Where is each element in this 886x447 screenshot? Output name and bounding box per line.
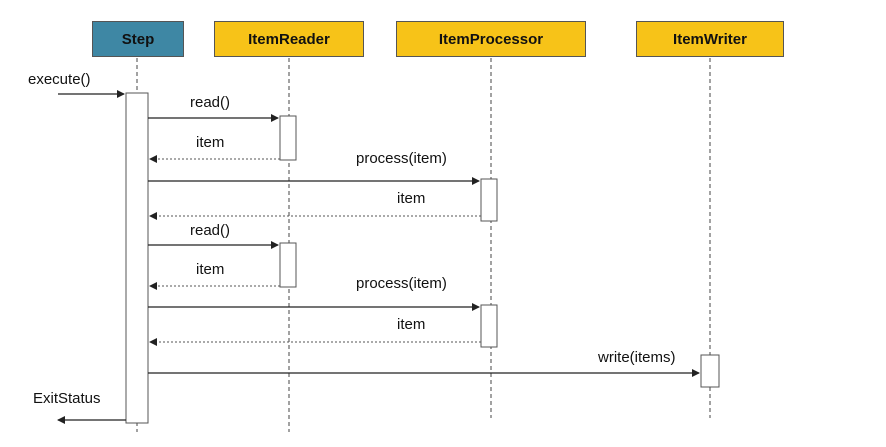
activation-writer [700, 354, 720, 388]
label-item-2: item [397, 190, 426, 207]
activation-processor-1 [480, 178, 498, 222]
activation-processor-2 [480, 304, 498, 348]
label-read-2: read() [190, 222, 231, 239]
label-process-2: process(item) [356, 275, 447, 292]
participant-step: Step [92, 21, 184, 57]
label-execute: execute() [28, 71, 91, 88]
participant-item-reader: ItemReader [214, 21, 364, 57]
label-read-1: read() [190, 94, 231, 111]
label-exit-status: ExitStatus [33, 390, 101, 407]
label-item-4: item [397, 316, 426, 333]
label-process-1: process(item) [356, 150, 447, 167]
activation-reader-1 [279, 115, 297, 161]
label-item-3: item [196, 261, 225, 278]
label-item-1: item [196, 134, 225, 151]
participant-item-writer: ItemWriter [636, 21, 784, 57]
participant-item-processor: ItemProcessor [396, 21, 586, 57]
label-write: write(items) [598, 349, 676, 366]
activation-step [125, 92, 149, 424]
activation-reader-2 [279, 242, 297, 288]
